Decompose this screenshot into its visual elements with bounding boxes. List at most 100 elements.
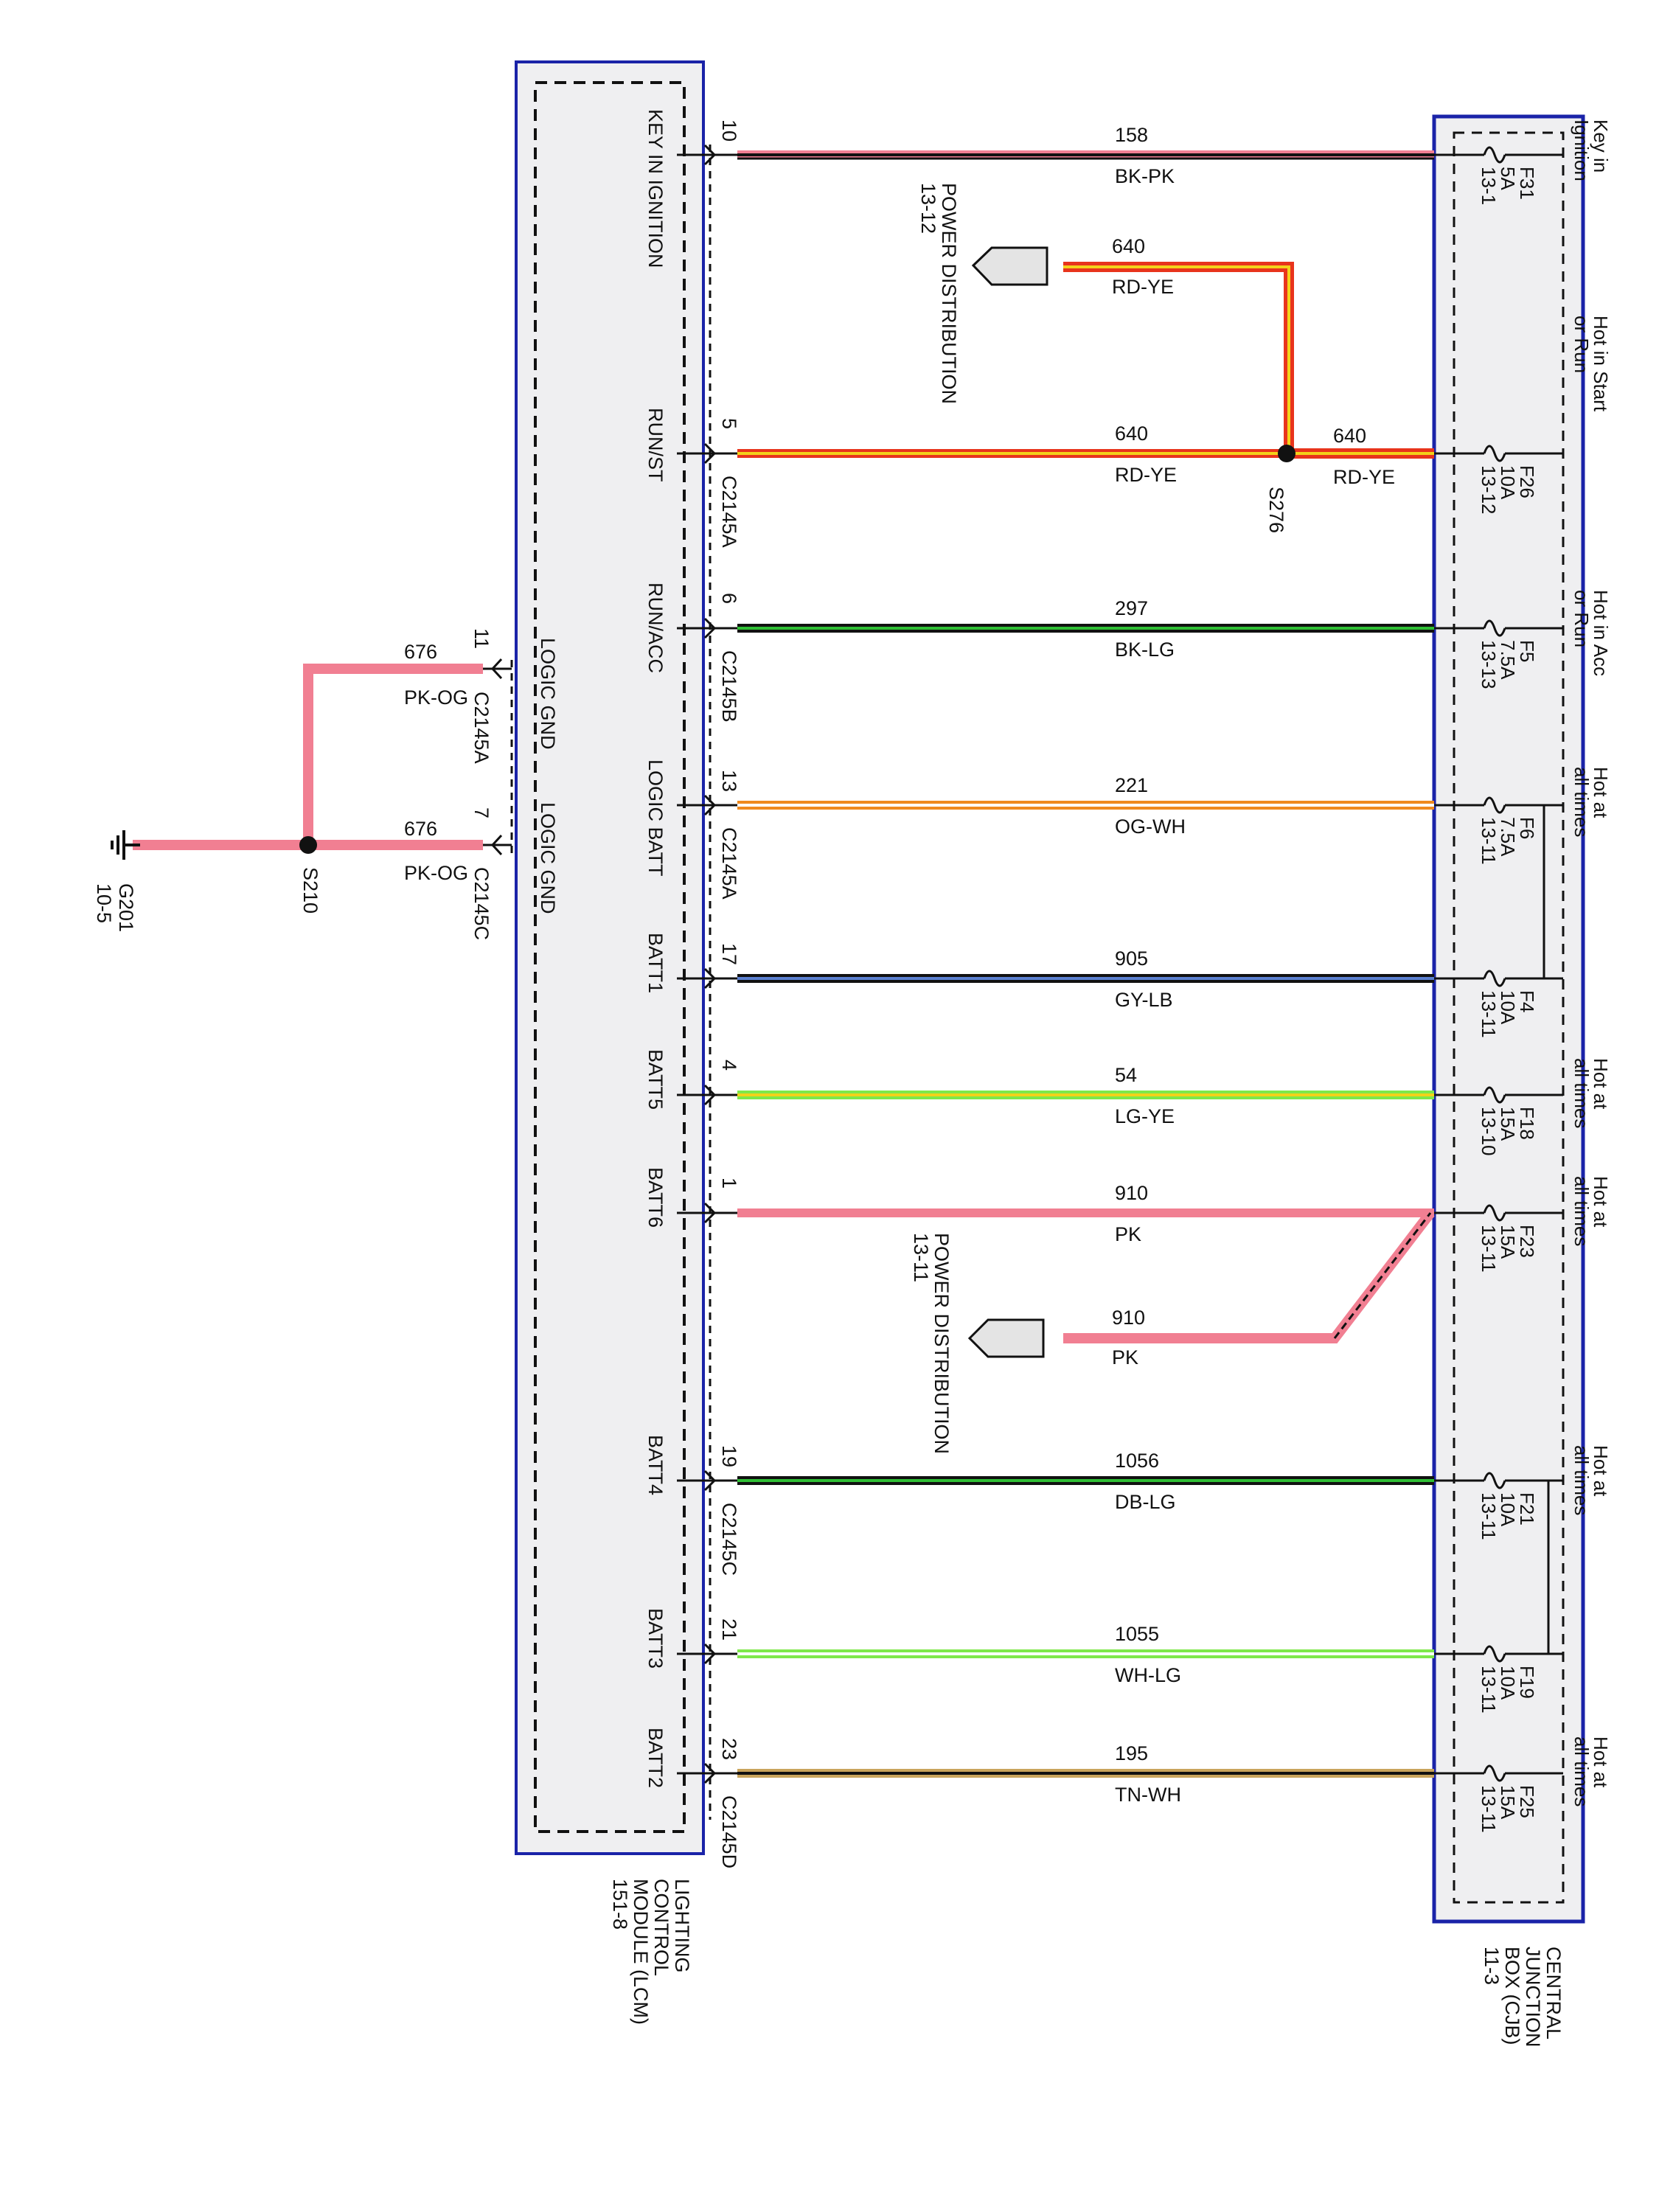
lcm-pin-label: BATT3 [644,1608,667,1669]
power-state-label: or Run [1571,316,1593,373]
lcm-pin-arrow-icon [677,1643,737,1665]
lcm-pin-arrow-icon [677,967,737,990]
power-state-label: Hot at [1590,1058,1612,1110]
lcm-pin-arrow-icon [677,1470,737,1492]
fuse-name: F23 [1516,1225,1538,1258]
wire-circuit-number: 640 [1115,422,1148,445]
right-640-color: RD-YE [1333,466,1395,488]
fuse-ref: 13-11 [1478,1225,1500,1273]
fuse-ref: 13-1 [1478,167,1500,205]
cjb-title-line-4: 11-3 [1481,1947,1503,1985]
fuse-icon [1434,1204,1563,1222]
branch-640-source-ref: 13-12 [917,183,939,234]
fuse-name: F4 [1516,990,1538,1012]
gnd-pin-7-arrow-icon [483,834,512,856]
lcm-pin-label: BATT1 [644,933,667,993]
wire-color-code: DB-LG [1115,1491,1176,1513]
fuse-amps: 10A [1497,465,1519,500]
fuse-amps: 15A [1497,1785,1519,1820]
lcm-pin-label: KEY IN IGNITION [644,109,667,268]
fuse-name: F25 [1516,1785,1538,1818]
lcm-pin-number: 10 [718,119,740,142]
branch-910-wire [967,1209,1435,1358]
fuse-icon [1434,146,1563,164]
lcm-title: LIGHTING CONTROL MODULE (LCM) 151-8 [609,1879,693,2025]
lcm-pin-connector: C2145A [718,827,740,900]
fuse-ref: 13-11 [1478,1785,1500,1833]
gnd-wire-11-color: PK-OG [404,686,468,709]
lcm-title-line-4: 151-8 [609,1879,631,1930]
fuse-name: F6 [1516,817,1538,839]
gnd-pin-11-label: LOGIC GND [537,638,559,750]
power-state-label: Hot at [1590,1176,1612,1228]
fuse-amps: 15A [1497,1107,1519,1141]
branch-640-circuit: 640 [1112,235,1145,257]
fuse-name: F21 [1516,1492,1538,1526]
cjb-title-line-2: JUNCTION [1522,1947,1544,2048]
wire-circuit-number: 158 [1115,124,1148,146]
gnd-wire-7-color: PK-OG [404,862,468,884]
wire-color-code: TN-WH [1115,1784,1181,1806]
fuse-ref: 13-12 [1478,465,1500,515]
fuse-name: F5 [1516,640,1538,662]
splice-s276-dot [1278,445,1295,462]
lcm-pin-label: BATT4 [644,1435,667,1495]
fuse-ref: 13-11 [1478,1666,1500,1714]
fuse-name: F26 [1516,465,1538,498]
lcm-pin-number: 17 [718,943,740,965]
gnd-pin-11-connector: C2145A [470,692,493,764]
lcm-pin-label: BATT2 [644,1728,667,1788]
wire-circuit-number: 297 [1115,597,1148,619]
fuse-amps: 10A [1497,990,1519,1025]
lcm-pin-arrow-icon [677,1202,737,1224]
gnd-wire-11-circuit: 676 [404,641,437,663]
branch-910-circuit: 910 [1112,1307,1145,1329]
lcm-box [515,60,705,1855]
lcm-pin-label: RUN/ACC [644,582,667,673]
power-state-label: or Run [1571,590,1593,647]
wire-color-code: BK-LG [1115,639,1175,661]
lcm-pin-arrow-icon [677,1084,737,1106]
fuse-amps: 7.5A [1497,817,1519,857]
power-distribution-connector-icon [971,246,1048,286]
lcm-pin-connector: C2145D [718,1795,740,1868]
fuse-name: F31 [1516,167,1538,200]
wire-circuit-number: 910 [1115,1182,1148,1204]
gnd-pin-11-arrow-icon [483,658,512,680]
cjb-jumper-f6-f4 [1534,804,1545,980]
cjb-inner-dashed [1453,131,1565,1904]
lcm-pin-arrow-icon [677,1762,737,1784]
gnd-pin-7-connector: C2145C [470,867,493,940]
ground-ref: 10-5 [93,883,115,923]
wire-circuit-number: 195 [1115,1742,1148,1764]
splice-s210-dot [299,836,317,854]
lcm-pin-connector: C2145C [718,1503,740,1576]
lcm-pin-number: 6 [718,593,740,604]
right-640-circuit: 640 [1333,425,1366,447]
wire-color-code: LG-YE [1115,1105,1175,1127]
lcm-pin-number: 19 [718,1445,740,1467]
ground-g201-icon [111,830,140,860]
lcm-pin-number: 21 [718,1618,740,1641]
lcm-pin-number: 1 [718,1178,740,1189]
cjb-title-line-1: CENTRAL [1543,1947,1565,2039]
lcm-title-line-3: MODULE (LCM) [630,1879,652,2025]
lcm-pin-label: BATT6 [644,1167,667,1228]
power-state-label: Hot in Start [1590,316,1612,412]
fuse-name: F18 [1516,1107,1538,1140]
cjb-title: CENTRAL JUNCTION BOX (CJB) 11-3 [1481,1947,1565,2048]
branch-910-source: POWER DISTRIBUTION [931,1233,953,1454]
fuse-ref: 13-10 [1478,1107,1500,1156]
fuse-ref: 13-11 [1478,1492,1500,1540]
lcm-pin-arrow-icon [677,617,737,639]
power-state-label: Ignition [1571,119,1593,181]
lcm-pin-connector: C2145A [718,476,740,548]
power-state-label: Hot at [1590,767,1612,818]
fuse-amps: 10A [1497,1666,1519,1700]
lcm-pin-label: LOGIC BATT [644,759,667,877]
